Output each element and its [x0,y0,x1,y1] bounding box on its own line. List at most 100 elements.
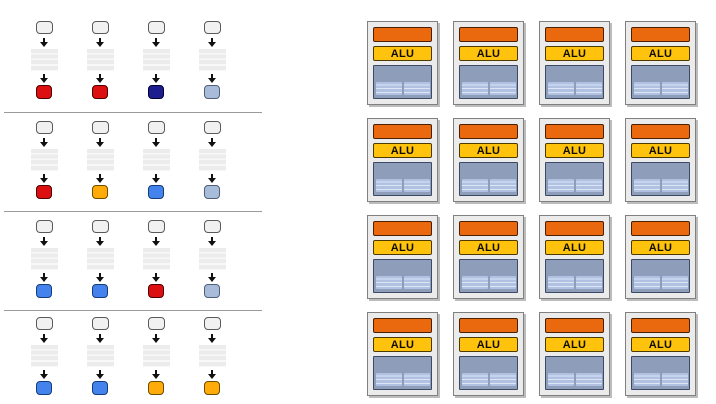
stream-row [16,121,240,199]
down-arrow-icon [208,174,216,183]
context-panel [661,82,688,95]
down-arrow-icon [96,138,104,147]
stream-result-swatch-blue [36,284,52,298]
down-arrow-icon [208,370,216,379]
stream-input-box [35,220,53,233]
instruction-list-block [198,345,226,367]
alu-bar: ALU [373,337,432,352]
context-panel [489,179,516,192]
stream-input-box [91,21,109,34]
context-panel [489,82,516,95]
instruction-stream [128,317,184,395]
context-panel [461,82,488,95]
down-arrow-icon [208,38,216,47]
stream-result-swatch-steel [204,185,220,199]
fetch-decode-bar [631,221,690,236]
context-panel [403,179,430,192]
instruction-list-block [142,248,170,270]
down-arrow-icon [208,74,216,83]
context-panel [489,276,516,289]
processor-core: ALU [453,118,524,202]
alu-bar: ALU [545,337,604,352]
context-panel [375,179,402,192]
alu-bar: ALU [631,337,690,352]
context-panel [461,179,488,192]
fetch-decode-bar [373,318,432,333]
fetch-decode-bar [459,124,518,139]
stream-result-swatch-red [148,284,164,298]
stream-result-swatch-blue [92,284,108,298]
context-panel [575,179,602,192]
stream-input-box [147,21,165,34]
fetch-decode-bar [545,318,604,333]
execution-context-box [631,259,690,293]
down-arrow-icon [152,370,160,379]
processor-core: ALU [367,215,438,299]
fetch-decode-bar [459,27,518,42]
instruction-list-block [30,149,58,171]
context-panel [633,179,660,192]
stream-result-swatch-amber [204,381,220,395]
processor-core: ALU [367,118,438,202]
execution-context-box [459,65,518,99]
down-arrow-icon [40,138,48,147]
fetch-decode-bar [545,124,604,139]
down-arrow-icon [208,138,216,147]
row-divider [4,211,262,212]
instruction-stream [128,121,184,199]
instruction-list-block [86,49,114,71]
down-arrow-icon [40,174,48,183]
stream-input-box [203,317,221,330]
alu-bar: ALU [545,46,604,61]
instruction-list-block [86,345,114,367]
down-arrow-icon [208,237,216,246]
down-arrow-icon [152,38,160,47]
execution-context-box [373,162,432,196]
stream-input-box [147,317,165,330]
stream-result-swatch-steel [204,85,220,99]
down-arrow-icon [152,334,160,343]
context-panel [633,82,660,95]
stream-input-box [203,121,221,134]
stream-input-box [147,121,165,134]
context-panel [575,373,602,386]
stream-result-swatch-red [36,85,52,99]
down-arrow-icon [208,273,216,282]
fetch-decode-bar [631,318,690,333]
fetch-decode-bar [459,318,518,333]
down-arrow-icon [96,174,104,183]
execution-context-box [545,65,604,99]
stream-row [16,220,240,298]
processor-core: ALU [625,312,696,396]
execution-context-box [459,356,518,390]
stream-result-swatch-amber [148,381,164,395]
down-arrow-icon [40,273,48,282]
execution-context-box [545,259,604,293]
down-arrow-icon [152,237,160,246]
down-arrow-icon [40,38,48,47]
context-panel [547,179,574,192]
context-panel [661,179,688,192]
fetch-decode-bar [459,221,518,236]
instruction-stream [72,220,128,298]
stream-result-swatch-red [92,85,108,99]
alu-bar: ALU [631,240,690,255]
stream-input-box [91,121,109,134]
processor-core: ALU [539,118,610,202]
processor-core: ALU [453,21,524,105]
fetch-decode-bar [631,27,690,42]
processor-core: ALU [625,118,696,202]
down-arrow-icon [96,334,104,343]
processor-core: ALU [625,215,696,299]
stream-result-swatch-amber [92,185,108,199]
context-panel [375,373,402,386]
fetch-decode-bar [545,221,604,236]
fetch-decode-bar [373,27,432,42]
execution-context-box [631,356,690,390]
instruction-stream [72,317,128,395]
instruction-list-block [86,149,114,171]
row-divider [4,112,262,113]
context-panel [403,373,430,386]
instruction-stream [16,121,72,199]
